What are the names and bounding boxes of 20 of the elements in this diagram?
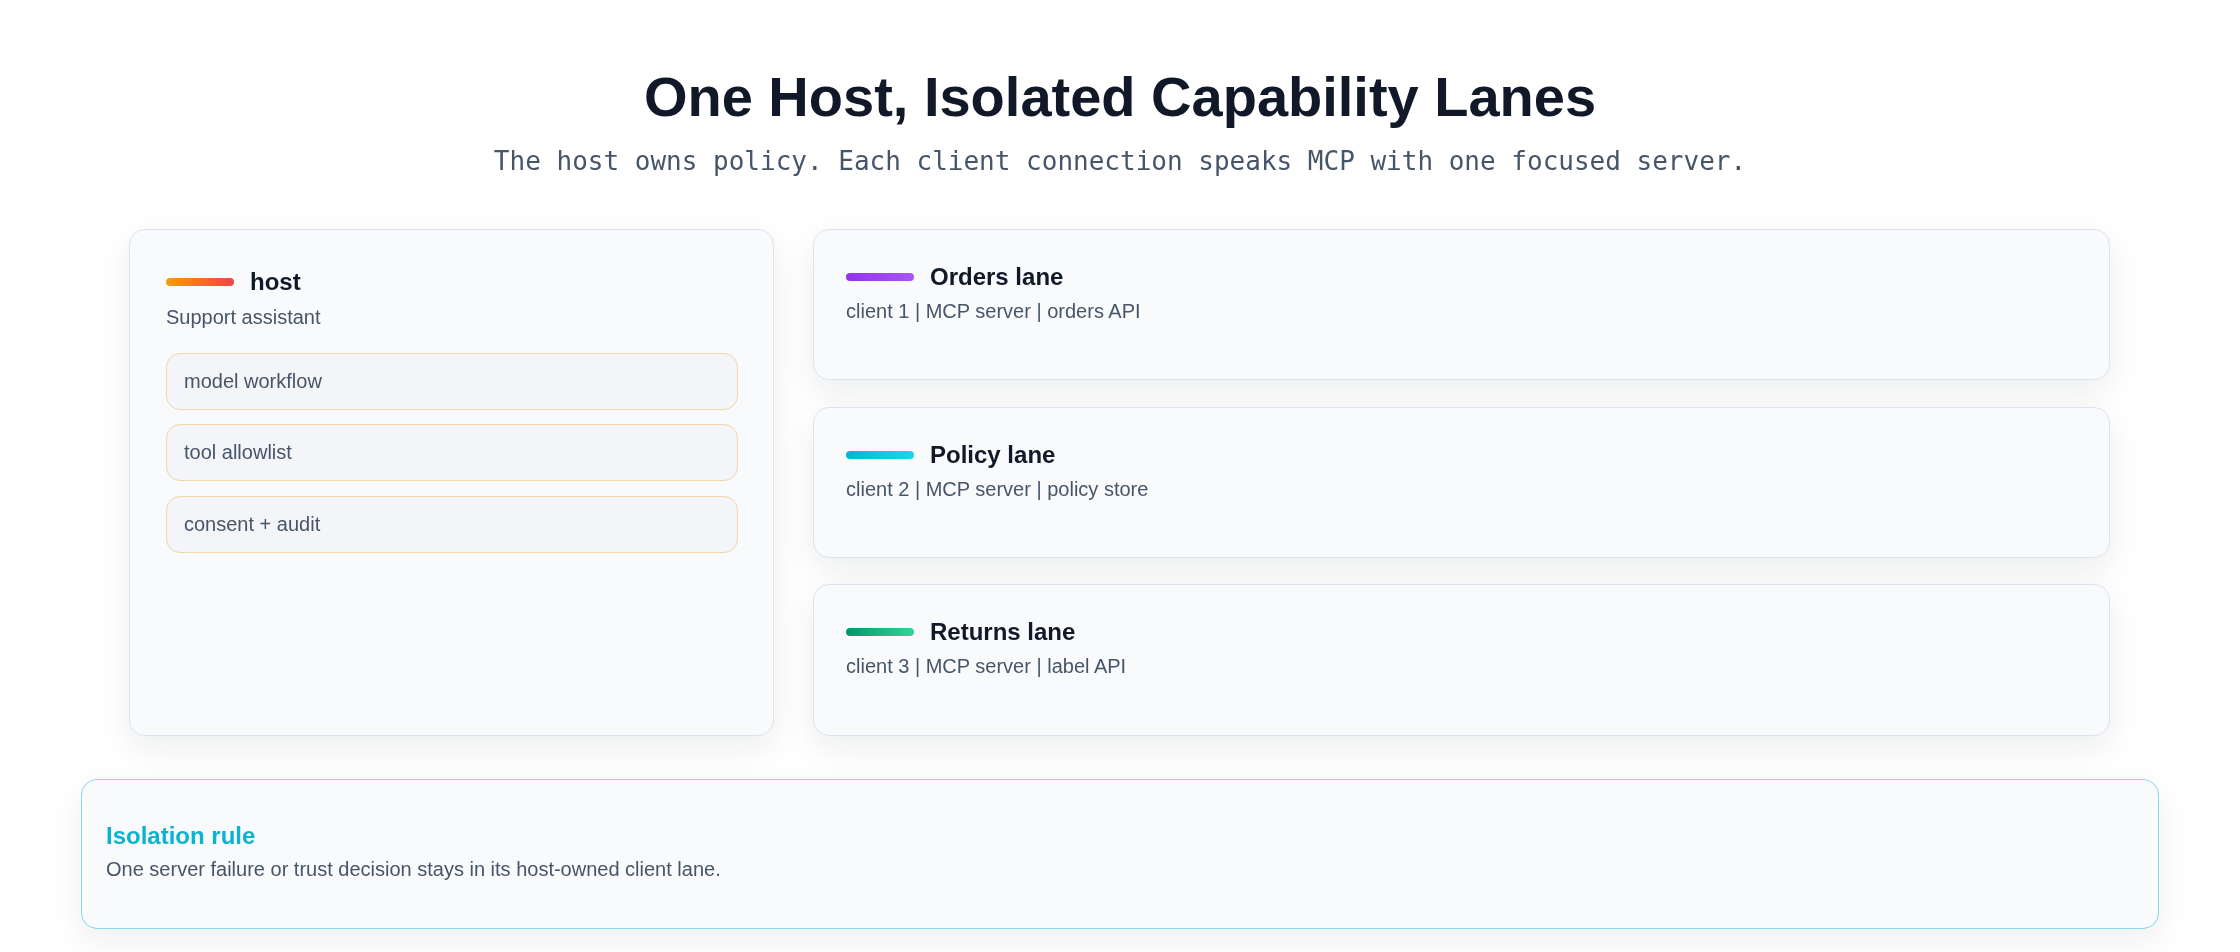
lane-card xyxy=(813,407,2110,558)
card-heading: host xyxy=(250,267,301,297)
card-description: client 2 | MCP server | policy store xyxy=(846,477,1149,502)
card-description: client 1 | MCP server | orders API xyxy=(846,299,1141,324)
lane-card xyxy=(813,229,2110,380)
card-description: Support assistant xyxy=(166,305,321,330)
card-heading: Policy lane xyxy=(930,440,1056,470)
host-panel xyxy=(129,229,774,736)
diagram-title: One Host, Isolated Capability Lanes xyxy=(643,64,1597,130)
card-heading: Orders lane xyxy=(930,262,1064,292)
card-description: One server failure or trust decision stays in its host-owned client lane. xyxy=(106,857,721,882)
rule-card xyxy=(81,779,2159,929)
capability-box: model workflow xyxy=(166,353,738,410)
lane-card xyxy=(813,584,2110,736)
capability-box: tool allowlist xyxy=(166,424,738,481)
card-heading: Returns lane xyxy=(930,617,1076,647)
capability-box: consent + audit xyxy=(166,496,738,553)
card-description: client 3 | MCP server | label API xyxy=(846,654,1127,679)
subtitle: The host owns policy. Each client connection speaks MCP with one focused server. xyxy=(493,145,1747,178)
card-heading: Isolation rule xyxy=(106,821,256,851)
